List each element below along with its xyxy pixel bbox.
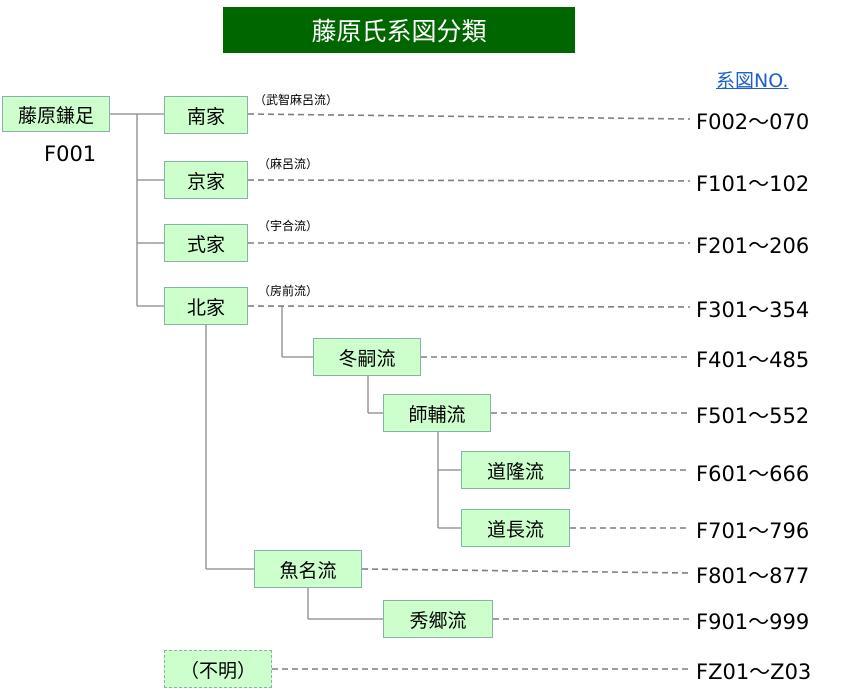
diagram-title: 藤原氏系図分類	[223, 7, 575, 53]
range-uona: F801～877	[696, 564, 810, 588]
system-no-link[interactable]: 系図NO.	[716, 70, 789, 92]
range-michinaga: F701～796	[696, 519, 810, 543]
node-hidesato: 秀郷流	[383, 600, 493, 638]
range-fuyutsugu: F401～485	[696, 348, 810, 372]
node-uona: 魚名流	[254, 550, 362, 588]
node-hokke: 北家	[164, 287, 248, 325]
node-nanke: 南家	[164, 96, 248, 134]
range-morosuke: F501～552	[696, 404, 810, 428]
note-kyoke: （麻呂流）	[258, 157, 319, 171]
node-michitaka: 道隆流	[461, 451, 570, 489]
note-shikike: （宇合流）	[258, 219, 319, 233]
range-michitaka: F601～666	[696, 462, 810, 486]
node-shikike: 式家	[164, 224, 248, 262]
root-code: F001	[44, 142, 97, 166]
node-root: 藤原鎌足	[2, 96, 110, 132]
range-kyoke: F101～102	[696, 172, 810, 196]
node-kyoke: 京家	[164, 161, 248, 199]
note-hokke: （房前流）	[258, 284, 319, 298]
range-shikike: F201～206	[696, 234, 810, 258]
node-unknown: （不明）	[164, 650, 272, 688]
note-nanke: （武智麻呂流）	[254, 93, 339, 107]
range-unknown: FZ01～Z03	[696, 660, 812, 684]
node-michinaga: 道長流	[461, 509, 570, 547]
range-hidesato: F901～999	[696, 610, 810, 634]
node-morosuke: 師輔流	[383, 394, 491, 432]
range-hokke: F301～354	[696, 298, 810, 322]
range-nanke: F002～070	[696, 110, 810, 134]
node-fuyutsugu: 冬嗣流	[313, 338, 421, 376]
